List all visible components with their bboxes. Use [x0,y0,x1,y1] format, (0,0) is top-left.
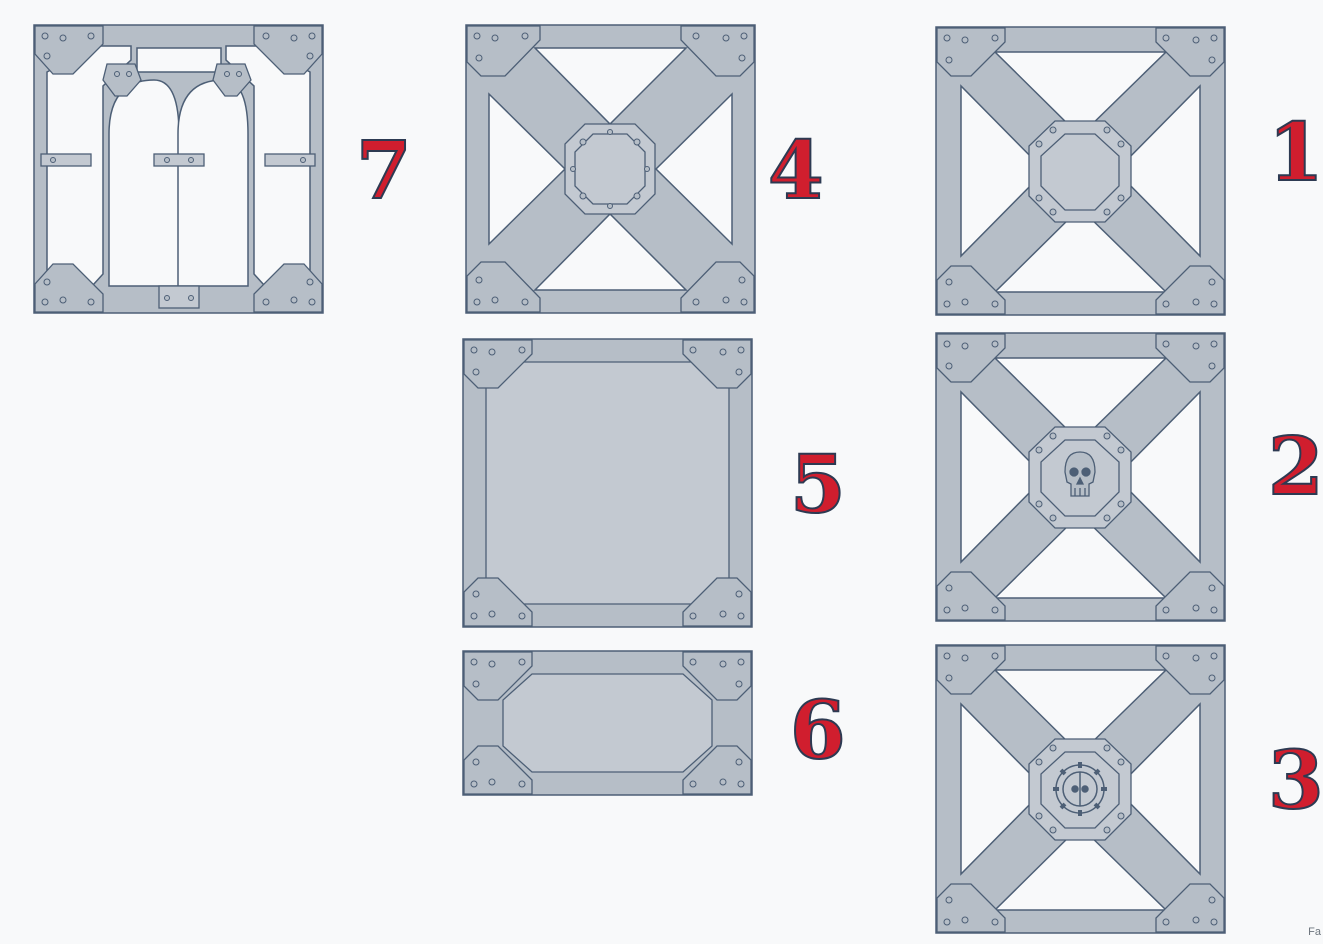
panel-number-1: 1 [1267,105,1323,199]
x-brace-graphic [935,644,1226,934]
panel-number-3: 3 [1267,733,1323,827]
short-plate-graphic [462,650,753,796]
x-brace-graphic [465,24,756,314]
panel-6-solid-plate-short [462,650,753,796]
panel-number-2: 2 [1267,419,1323,513]
cog-skull-icon [1053,762,1107,816]
panel-2-x-brace-skull-hub [935,332,1226,622]
panel-number-5: 5 [789,437,847,531]
panel-5-solid-plate [462,338,753,628]
panel-1-x-brace-plain-hub [935,26,1226,316]
skull-icon [1064,451,1096,497]
solid-plate-graphic [462,338,753,628]
panel-7-arched-window [33,24,324,314]
panel-number-6: 6 [789,683,847,777]
arched-window-graphic [33,24,324,314]
x-brace-graphic [935,26,1226,316]
corner-text: Fa [1308,926,1321,938]
x-brace-graphic [935,332,1226,622]
panel-3-x-brace-cog-skull-hub [935,644,1226,934]
panel-number-4: 4 [767,123,825,217]
panel-4-x-brace-beveled [465,24,756,314]
panel-number-7: 7 [355,123,413,217]
